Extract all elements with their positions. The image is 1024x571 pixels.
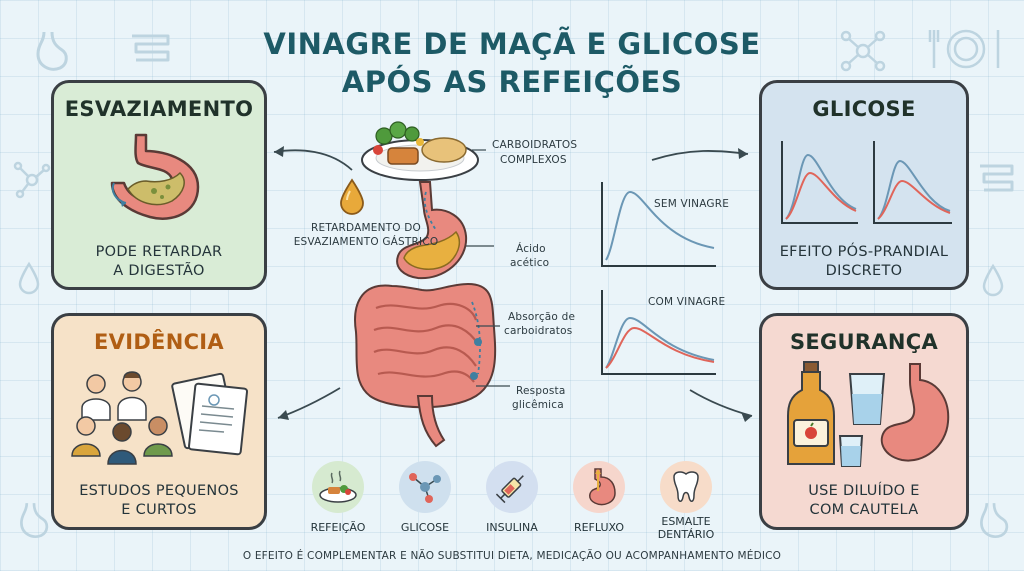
graph-without-vinegar: [601, 182, 716, 267]
water-glass-icon: [838, 373, 886, 467]
reflux-icon-badge: [573, 461, 625, 513]
label-carbs-line-2: COMPLEXOS: [500, 154, 567, 166]
curve-reference: [605, 316, 715, 369]
digestive-tract-icon: [354, 181, 497, 448]
icon-label-reflux: REFLUXO: [573, 521, 625, 534]
footer-disclaimer: O EFEITO É COMPLEMENTAR E NÃO SUBSTITUI …: [242, 550, 782, 562]
background-stomach-icon: [36, 31, 68, 71]
vinegar-bottle-icon: [787, 361, 835, 465]
card-safety-caption-line-1: USE DILUÍDO E: [808, 483, 920, 499]
label-with-vinegar: COM VINAGRE: [648, 296, 726, 308]
mini-curve-with-left: [785, 171, 857, 220]
icon-label-glucose: GLICOSE: [400, 521, 450, 534]
background-intestine-icon: [132, 34, 170, 62]
card-safety: SEGURANÇA USE DILUÍDO E COM CAUTELA: [759, 313, 969, 530]
graph-with-vinegar: [601, 290, 716, 375]
icon-label-insulin: INSULINA: [486, 521, 538, 534]
card-evidence-caption-line-1: ESTUDOS PEQUENOS: [79, 483, 239, 499]
safety-illustration: [787, 361, 950, 467]
label-response-line-2: glicêmica: [512, 399, 564, 411]
icon-label-enamel-line-1: ESMALTE: [661, 515, 711, 528]
mini-curve-without-left: [785, 153, 857, 220]
people-icon: [71, 371, 173, 465]
card-glucose-heading: GLICOSE: [812, 97, 916, 121]
stomach-reflux-icon: [589, 468, 616, 506]
curve-without-vinegar: [605, 190, 715, 261]
molecule-icon-badge: [399, 461, 451, 513]
tooth-icon-badge: [660, 461, 712, 513]
background-molecule-icon: [840, 30, 886, 72]
researchers-illustration: [71, 371, 249, 465]
card-glucose-caption-line-2: DISCRETO: [825, 263, 903, 279]
card-emptying: ESVAZIAMENTO PODE RETARDAR A DIGESTÃO: [51, 80, 267, 290]
tooth-icon: [673, 471, 699, 502]
stomach-icon: [110, 133, 200, 220]
label-without-vinegar: SEM VINAGRE: [654, 198, 730, 210]
background-drop-icon: [18, 261, 40, 295]
label-delay-line-1: RETARDAMENTO DO: [310, 222, 421, 234]
documents-icon: [171, 372, 249, 456]
card-evidence-caption-line-2: E CURTOS: [121, 502, 197, 518]
glucose-curves-mini-chart: [781, 141, 952, 224]
molecule-icon: [409, 473, 441, 503]
label-absorption-line-1: Absorção de: [508, 311, 576, 323]
stomach-safety-icon: [880, 363, 950, 462]
card-evidence-heading: EVIDÊNCIA: [94, 330, 224, 354]
background-stomach-icon-bottom: [20, 503, 49, 538]
page-title-line-2: APÓS AS REFEIÇÕES: [341, 65, 683, 99]
label-acid-line-1: Ácido: [516, 243, 546, 255]
card-glucose: GLICOSE EFEITO PÓS-PRANDIAL DISCRETO: [759, 80, 969, 290]
background-network-icon: [13, 161, 51, 199]
mini-curve-with-right: [877, 179, 951, 220]
meal-icon: [319, 470, 357, 503]
card-safety-caption-line-2: COM CAUTELA: [809, 502, 919, 518]
card-emptying-caption-line-1: PODE RETARDAR: [95, 244, 223, 260]
label-acid-line-2: acético: [510, 257, 550, 269]
background-plate-icon: [928, 29, 1000, 69]
icon-label-meal: REFEIÇÃO: [310, 521, 366, 534]
card-emptying-caption-line-2: A DIGESTÃO: [113, 263, 205, 279]
card-emptying-heading: ESVAZIAMENTO: [64, 97, 254, 121]
card-evidence: EVIDÊNCIA ESTUDOS PEQUENOS E C: [51, 313, 267, 530]
label-delay-line-2: ESVAZIAMENTO GÁSTRICO: [293, 236, 439, 248]
background-stomach-icon-bottom-right: [980, 503, 1009, 538]
background-intestine-icon-right: [980, 164, 1014, 192]
label-carbs-line-1: CARBOIDRATOS: [492, 139, 578, 151]
meal-icon-badge: [312, 461, 364, 513]
syringe-icon-badge: [486, 461, 538, 513]
label-response-line-1: Resposta: [516, 385, 566, 397]
mini-curve-without-right: [877, 159, 951, 220]
card-safety-heading: SEGURANÇA: [789, 330, 939, 354]
page-title-line-1: VINAGRE DE MAÇÃ E GLICOSE: [263, 27, 761, 61]
card-glucose-caption-line-1: EFEITO PÓS-PRANDIAL: [779, 244, 949, 260]
background-drop-icon-right: [982, 263, 1004, 297]
vinegar-drop-icon: [340, 178, 364, 215]
meal-plate-icon: [361, 121, 479, 181]
syringe-icon: [495, 475, 524, 504]
label-absorption-line-2: carboidratos: [504, 325, 573, 337]
icon-label-enamel-line-2: DENTÁRIO: [657, 528, 715, 541]
curve-with-vinegar: [605, 326, 715, 369]
